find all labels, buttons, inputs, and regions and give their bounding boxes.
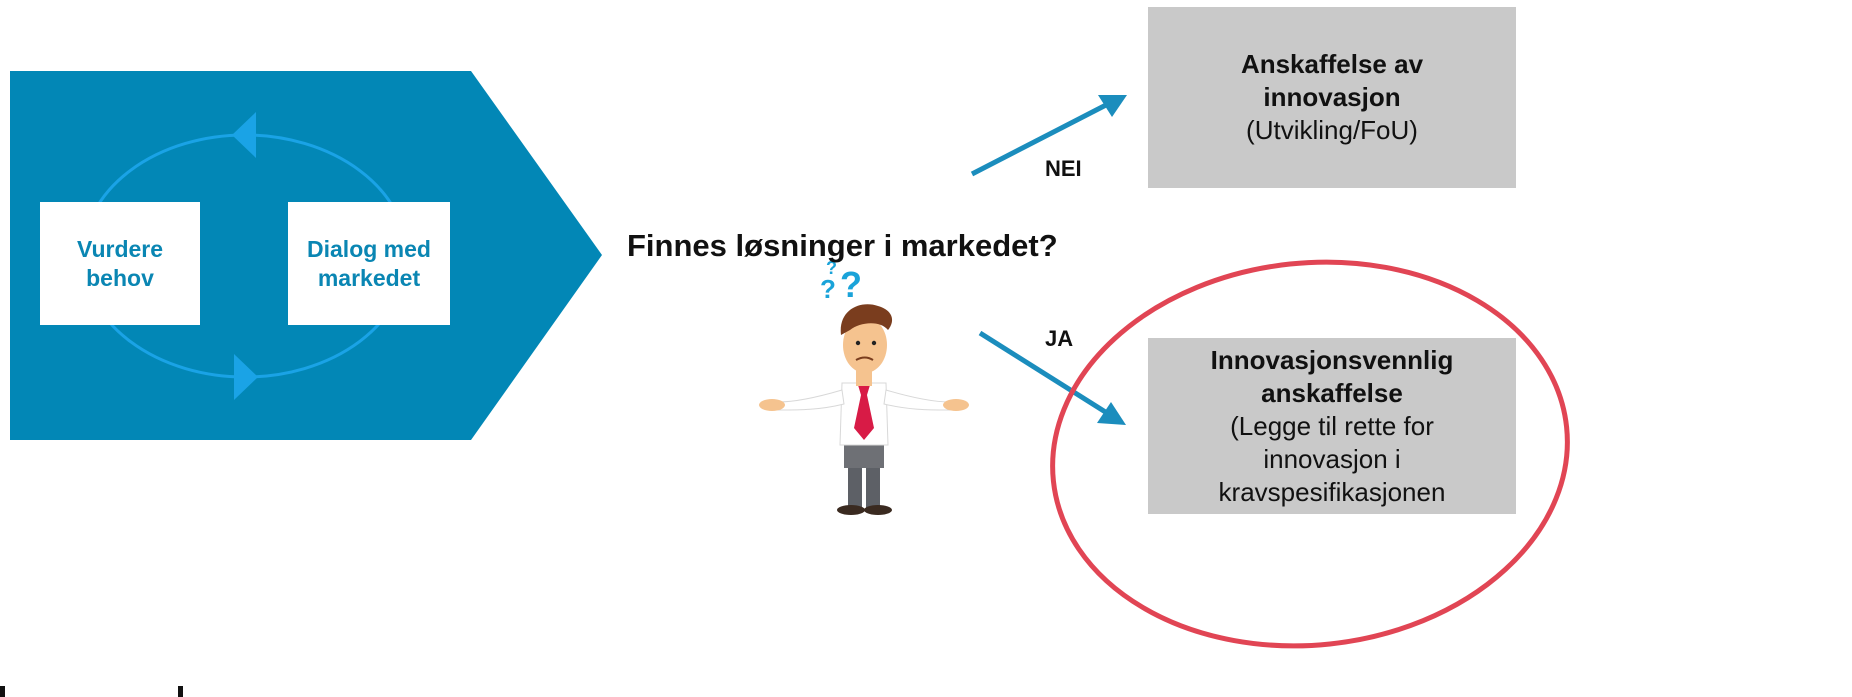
bracket-mark-right [178,686,183,697]
outcome-yes-title-line1: Innovasjonsvennlig [1211,344,1454,377]
outcome-no-title-line1: Anskaffelse av [1241,48,1423,81]
outcome-no-title-line2: innovasjon [1263,81,1400,114]
step-dialog-line1: Dialog med [307,235,431,264]
step-dialog-line2: markedet [318,264,420,293]
outcome-innovation-friendly-procurement: Innovasjonsvennlig anskaffelse (Legge ti… [1148,338,1516,514]
confused-man-icon [759,304,969,515]
outcome-yes-title-line2: anskaffelse [1261,377,1403,410]
step-vurdere-behov-line2: behov [86,264,154,293]
step-vurdere-behov-line1: Vurdere [77,235,163,264]
bracket-mark-left [0,686,5,697]
branch-label-ja: JA [1045,326,1073,352]
step-dialog-med-markedet: Dialog med markedet [288,202,450,325]
outcome-no-note: (Utvikling/FoU) [1246,114,1418,147]
arrow-ja-line [980,333,1107,413]
question-marks-icon: ? ? ? [812,258,872,308]
outcome-innovation-procurement: Anskaffelse av innovasjon (Utvikling/FoU… [1148,7,1516,188]
market-question: Finnes løsninger i markedet? [627,228,1058,264]
arrow-nei-line [972,105,1106,174]
step-vurdere-behov: Vurdere behov [40,202,200,325]
branch-label-nei: NEI [1045,156,1082,182]
outcome-yes-note-line3: kravspesifikasjonen [1219,476,1446,509]
outcome-yes-note-line2: innovasjon i [1263,443,1400,476]
outcome-yes-note-line1: (Legge til rette for [1230,410,1434,443]
arrow-ja-head-icon [1097,402,1126,425]
